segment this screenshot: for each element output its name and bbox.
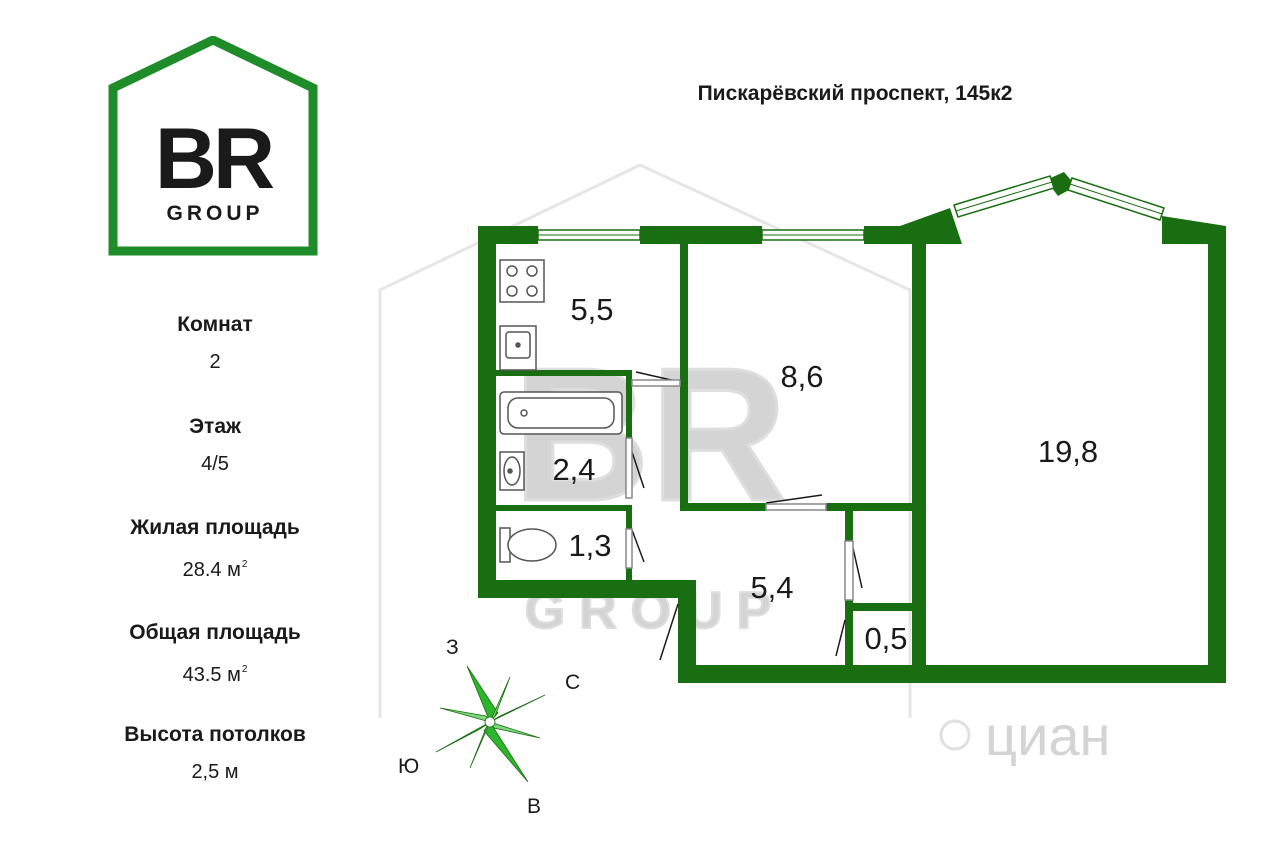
toilet-bowl bbox=[507, 528, 557, 562]
compass-east: В bbox=[527, 795, 541, 818]
info-floor: Этаж 4/5 bbox=[60, 414, 370, 477]
info-label: Высота потолков bbox=[124, 723, 306, 746]
br-group-logo: BR GROUP bbox=[108, 36, 318, 256]
compass-south: Ю bbox=[398, 755, 419, 778]
windows bbox=[537, 175, 1165, 241]
compass-rose bbox=[435, 665, 546, 783]
walls bbox=[478, 172, 1226, 683]
logo-subtitle: GROUP bbox=[166, 202, 263, 225]
watermark-cian: циан bbox=[985, 704, 1110, 767]
room-area-toilet: 1,3 bbox=[568, 528, 611, 563]
info-label: Общая площадь bbox=[129, 621, 301, 644]
info-label: Комнат bbox=[177, 313, 253, 336]
room-area-large-room: 19,8 bbox=[1038, 434, 1098, 469]
address-title: Пискарёвский проспект, 145к2 bbox=[697, 82, 1013, 105]
logo-monogram: BR bbox=[155, 111, 274, 207]
stove bbox=[499, 259, 545, 303]
room-area-kitchen: 5,5 bbox=[570, 292, 613, 327]
compass-west: З bbox=[446, 636, 459, 659]
info-value: 43.5 м2 bbox=[182, 664, 248, 686]
room-area-small-room: 8,6 bbox=[780, 359, 823, 394]
fixtures bbox=[499, 259, 623, 563]
compass-north: С bbox=[565, 671, 580, 694]
info-total-area: Общая площадь 43.5 м2 bbox=[60, 620, 370, 688]
room-area-bathroom: 2,4 bbox=[552, 452, 595, 487]
info-value: 2 bbox=[209, 351, 221, 373]
room-area-hallway: 5,4 bbox=[750, 570, 793, 605]
doors bbox=[625, 371, 863, 661]
room-area-closet: 0,5 bbox=[864, 621, 907, 656]
info-living-area: Жилая площадь 28.4 м2 bbox=[60, 515, 370, 583]
info-value: 2,5 м bbox=[191, 761, 239, 783]
info-value: 28.4 м2 bbox=[182, 559, 248, 581]
window-lines bbox=[538, 181, 1163, 236]
info-rooms: Комнат 2 bbox=[60, 312, 370, 375]
info-label: Этаж bbox=[189, 415, 241, 438]
info-label: Жилая площадь bbox=[130, 516, 300, 539]
info-ceiling-height: Высота потолков 2,5 м bbox=[60, 722, 370, 785]
info-value: 4/5 bbox=[201, 453, 229, 475]
